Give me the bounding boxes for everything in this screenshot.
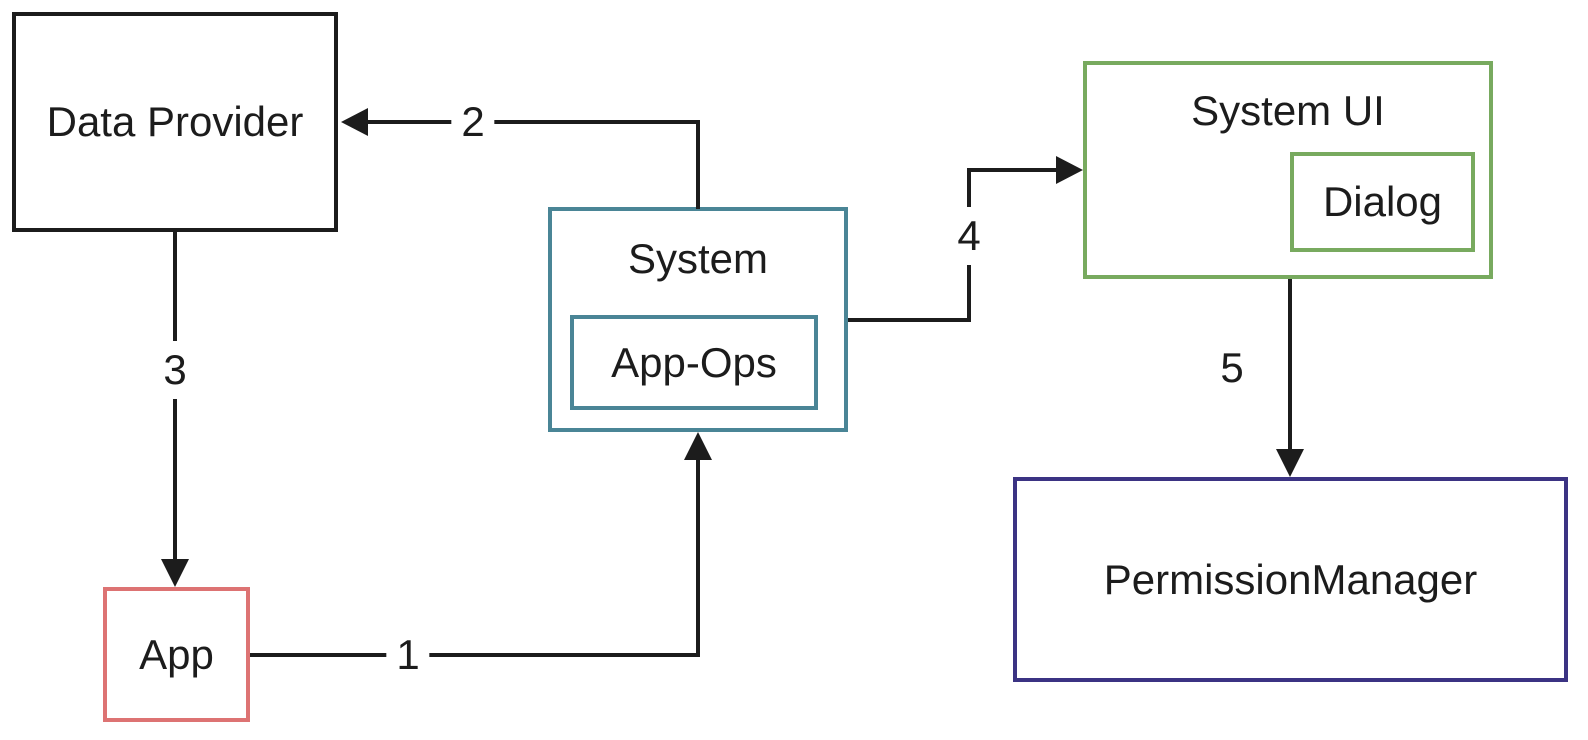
edge-label-4: 4 [947, 207, 991, 265]
node-data-provider-label: Data Provider [46, 98, 304, 145]
arrow-3-down-arrowhead-icon [161, 559, 189, 587]
arrow-4-right-arrowhead-icon [1056, 156, 1083, 184]
node-app-ops: App-Ops [570, 315, 818, 410]
node-permission-manager: PermissionManager [1013, 477, 1568, 682]
arrow-1-up-arrowhead-icon [684, 432, 712, 460]
arrow-2-horizontal-line [366, 120, 700, 124]
node-system-label: System [627, 235, 769, 282]
node-data-provider: Data Provider [12, 12, 338, 232]
edge-label-1: 1 [386, 626, 430, 684]
node-app-label: App [139, 630, 214, 678]
edge-label-3: 3 [153, 341, 197, 399]
arrow-5-down-arrowhead-icon [1276, 449, 1304, 477]
arrow-2-left-arrowhead-icon [341, 108, 368, 136]
node-system-ui-label: System UI [1191, 87, 1385, 134]
arrow-1-horizontal-line [250, 653, 700, 657]
node-permission-manager-label: PermissionManager [1103, 555, 1478, 603]
node-app-ops-label: App-Ops [611, 338, 777, 386]
arrow-4-upper-horizontal-line [967, 168, 1058, 172]
arrow-2-vertical-line [696, 120, 700, 209]
edge-label-2: 2 [451, 93, 495, 151]
node-dialog: Dialog [1290, 152, 1475, 252]
node-app: App [103, 587, 250, 722]
node-system: System App-Ops [548, 207, 848, 432]
edge-label-5: 5 [1210, 339, 1254, 397]
arrow-1-vertical-line [696, 455, 700, 657]
arrow-4-lower-horizontal-line [848, 318, 971, 322]
node-system-ui: System UI Dialog [1083, 61, 1493, 279]
node-dialog-label: Dialog [1322, 178, 1443, 225]
arrow-5-vertical-line [1288, 279, 1292, 451]
